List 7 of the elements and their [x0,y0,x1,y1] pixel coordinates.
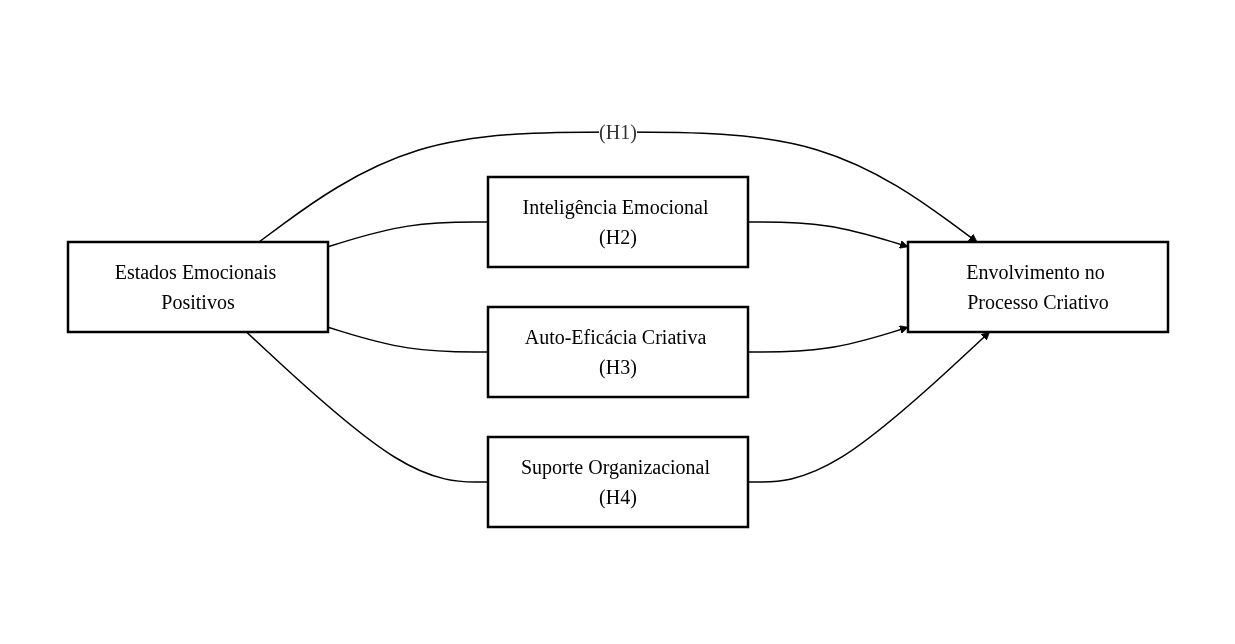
node-box: Auto-Eficácia Criativa (H3) [486,305,749,399]
edge-label: (H1) [598,121,637,143]
arrow [257,131,977,243]
node-box: Envolvimento no Processo Criativo [906,240,1169,334]
node-box: Inteligência Emocional (H2) [486,175,749,269]
node-box: Suporte Organizacional (H4) [486,435,749,529]
node-box: Estados Emocionais Positivos [66,240,329,334]
